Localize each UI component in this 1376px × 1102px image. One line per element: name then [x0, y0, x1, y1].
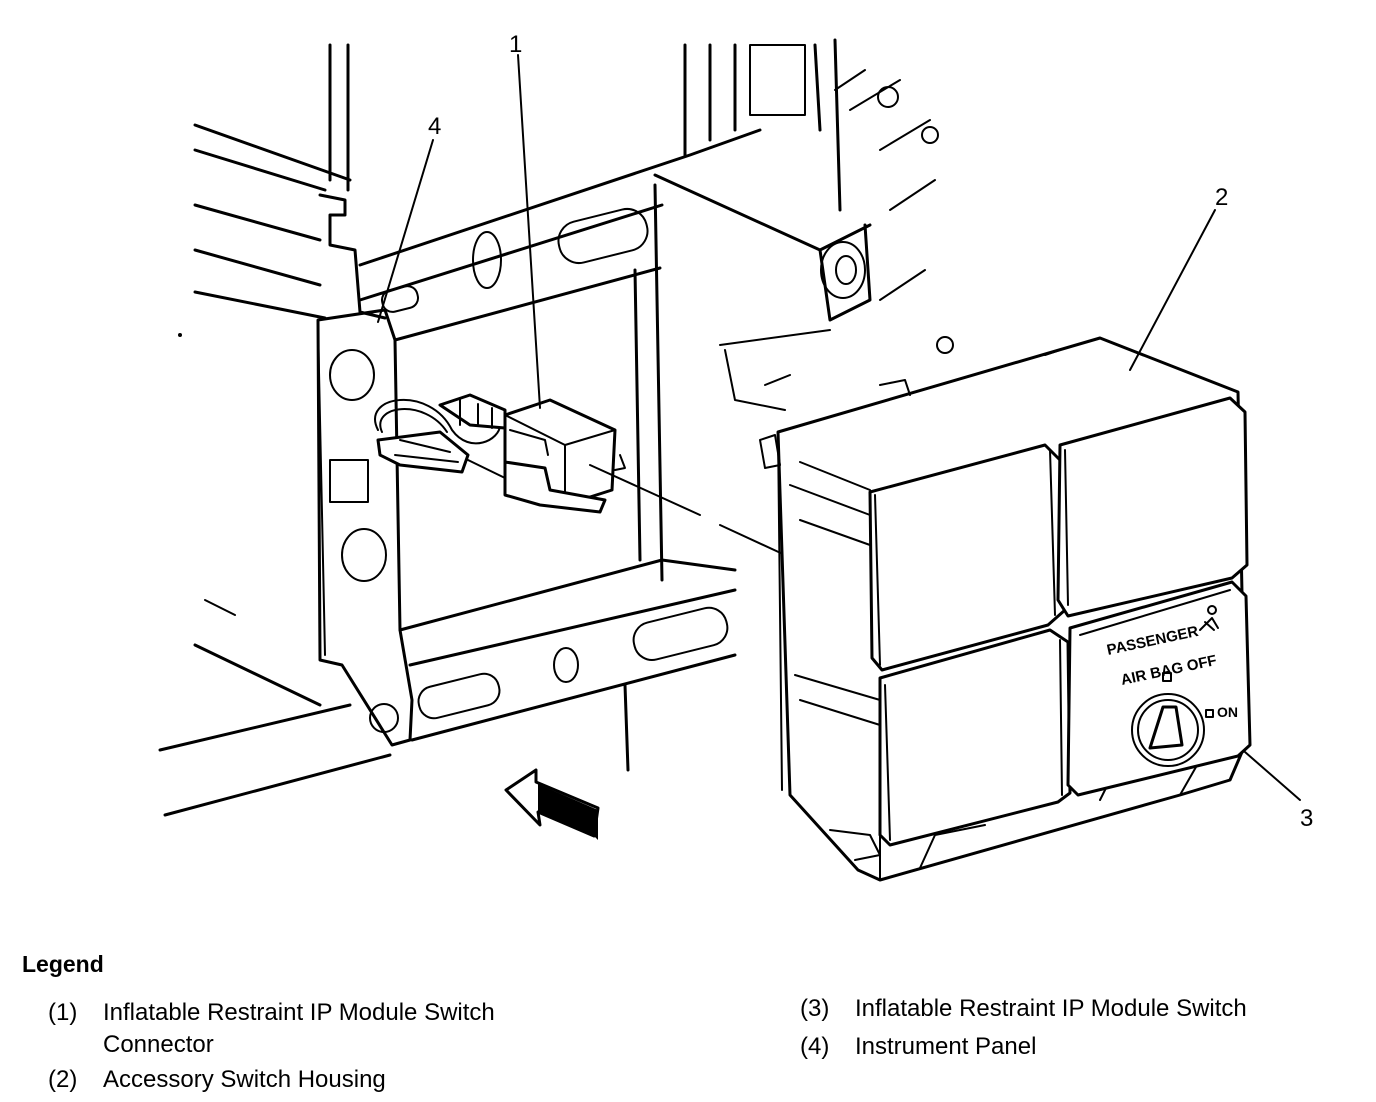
callout-2: 2 — [1215, 184, 1228, 211]
ip-module-switch-connector — [374, 393, 626, 514]
key-switch-icon — [1131, 693, 1205, 767]
legend-item-text: Accessory Switch Housing — [103, 1066, 386, 1093]
legend-item: (1) Inflatable Restraint IP Module Switc… — [48, 997, 668, 1067]
legend: Legend (1) Inflatable Restraint IP Modul… — [0, 945, 1376, 1102]
legend-item: (2) Accessory Switch Housing — [48, 1064, 668, 1098]
legend-item: (3) Inflatable Restraint IP Module Switc… — [800, 993, 1360, 1027]
legend-title: Legend — [22, 951, 104, 977]
legend-item-text: Inflatable Restraint IP Module Switch — [855, 995, 1247, 1022]
callout-4: 4 — [428, 113, 441, 140]
alignment-line-2 — [719, 524, 786, 556]
callout-3: 3 — [1300, 805, 1313, 832]
callouts: 1 2 3 4 — [377, 31, 1313, 832]
ip-module-switch: PASSENGER AIR BAG OFF ON — [1066, 580, 1252, 797]
legend-item-text: Instrument Panel — [855, 1033, 1037, 1060]
instrument-panel — [158, 38, 954, 817]
on-indicator-icon — [1205, 709, 1214, 718]
legend-item: (4) Instrument Panel — [800, 1031, 1360, 1065]
legend-item-number: (1) — [48, 999, 78, 1026]
callout-1: 1 — [509, 31, 522, 58]
off-indicator-icon — [1162, 672, 1172, 682]
legend-item-text: Inflatable Restraint IP Module Switch — [103, 999, 495, 1026]
legend-item-number: (3) — [800, 995, 830, 1022]
legend-item-number: (4) — [800, 1033, 830, 1060]
airbag-symbol-icon — [1199, 605, 1219, 631]
direction-arrow-icon — [504, 768, 600, 840]
component-diagram: PASSENGER AIR BAG OFF ON 1 2 3 4 — [158, 31, 1313, 882]
decal-on-text: ON — [1217, 704, 1238, 720]
legend-item-number: (2) — [48, 1066, 78, 1093]
alignment-line — [589, 464, 701, 516]
legend-item-text-continued: Connector — [103, 1031, 214, 1058]
